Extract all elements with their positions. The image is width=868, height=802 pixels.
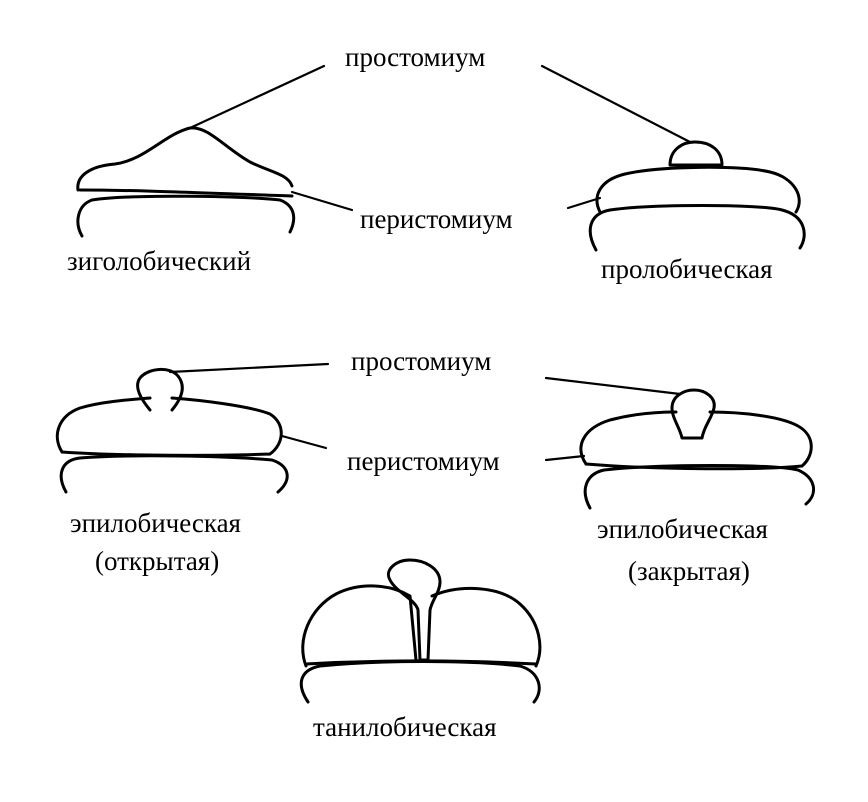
leader-prostomium-prolobic <box>540 64 692 144</box>
epilobic-closed-head <box>579 388 815 510</box>
leader-peristomium-epilobic-open <box>280 434 328 450</box>
tanylobic-prostomium-outline <box>387 558 442 662</box>
leader-prostomium-epilobic-closed <box>544 376 682 396</box>
tanylobic-left-lobe <box>301 584 418 668</box>
label-prostomium-mid: простомиум <box>351 346 491 376</box>
label-epilobic-closed-line1: эпилобическая <box>597 514 768 544</box>
zygolobic-segment-outline <box>76 194 296 238</box>
zygolobic-peristomium-line <box>78 188 294 198</box>
leader-peristomium-zygolobic <box>290 190 354 212</box>
label-epilobic-closed-line2: (закрытая) <box>628 556 750 586</box>
tanylobic-head <box>299 558 542 704</box>
label-epilobic-open-line1: эпилобическая <box>70 508 241 538</box>
epilobic-open-peristomium-outline <box>56 396 283 457</box>
label-peristomium-top: перистомиум <box>360 204 513 234</box>
leader-prostomium-zygolobic <box>188 64 326 130</box>
label-prolobic: пролобическая <box>601 254 773 284</box>
prolobic-peristomium-outline <box>595 165 801 214</box>
prolobic-head <box>588 140 806 252</box>
label-tanylobic: танилобическая <box>313 712 497 742</box>
leader-lines <box>168 64 692 462</box>
tanylobic-segment-outline <box>299 660 541 704</box>
epilobic-open-segment-outline <box>59 454 289 494</box>
leader-prostomium-epilobic-open <box>168 362 330 374</box>
epilobic-open-prostomium-outline <box>136 368 184 412</box>
leader-peristomium-epilobic-closed <box>544 454 586 462</box>
label-peristomium-mid: перистомиум <box>347 446 500 476</box>
leader-peristomium-prolobic <box>566 196 602 210</box>
epilobic-closed-prostomium-outline <box>670 388 716 440</box>
label-prostomium-top: простомиум <box>345 42 485 72</box>
zygolobic-prostomium-outline <box>76 126 294 192</box>
prolobic-prostomium-outline <box>668 140 724 167</box>
tanylobic-right-lobe <box>430 586 542 668</box>
prolobic-segment-outline <box>588 204 806 252</box>
label-epilobic-open-line2: (открытая) <box>95 546 219 576</box>
epilobic-closed-segment-outline <box>583 464 815 510</box>
epilobic-closed-peristomium-outline <box>579 410 813 471</box>
epilobic-open-head <box>56 368 289 494</box>
zygolobic-head <box>76 126 296 238</box>
label-zygolobic: зиголобический <box>67 246 251 276</box>
